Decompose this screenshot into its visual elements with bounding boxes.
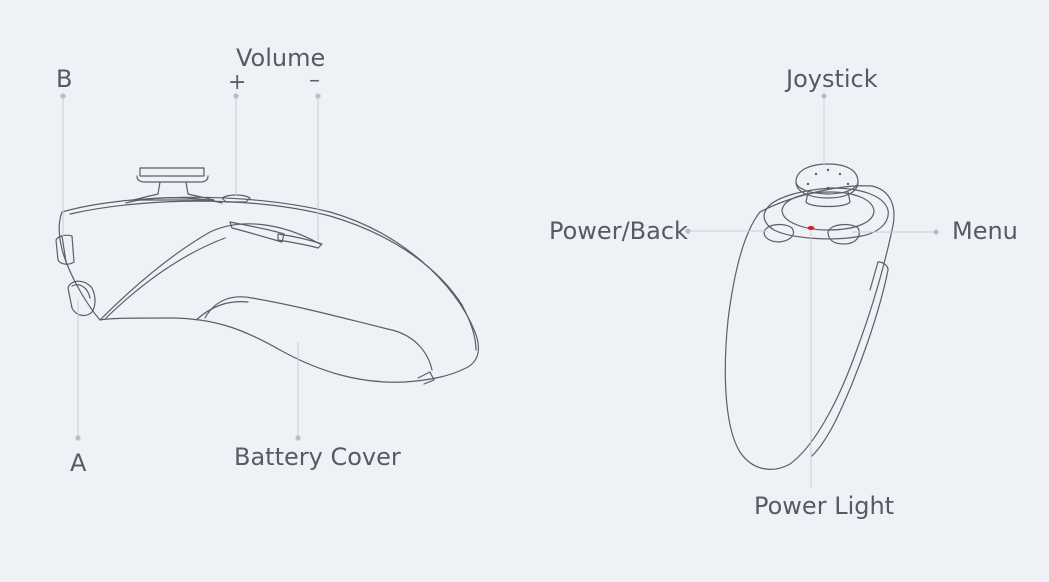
label-joystick: Joystick bbox=[786, 67, 878, 91]
front-view-leader-dots bbox=[685, 93, 938, 234]
label-power-back: Power/Back bbox=[549, 219, 688, 243]
side-view-leaders bbox=[63, 96, 318, 438]
label-battery-cover: Battery Cover bbox=[234, 445, 401, 469]
label-b: B bbox=[56, 67, 72, 91]
side-view-controller bbox=[56, 168, 478, 384]
front-view-leaders bbox=[688, 96, 936, 488]
joystick-cap-dots bbox=[807, 169, 849, 189]
label-volume-minus: – bbox=[309, 70, 320, 92]
label-power-light: Power Light bbox=[754, 494, 894, 518]
power-light-indicator bbox=[808, 226, 815, 230]
label-volume-plus: + bbox=[228, 72, 246, 94]
label-volume: Volume bbox=[236, 46, 325, 70]
front-view-controller bbox=[725, 164, 894, 469]
label-menu: Menu bbox=[952, 219, 1018, 243]
label-a: A bbox=[70, 451, 86, 475]
side-view-leader-dots bbox=[60, 93, 320, 440]
